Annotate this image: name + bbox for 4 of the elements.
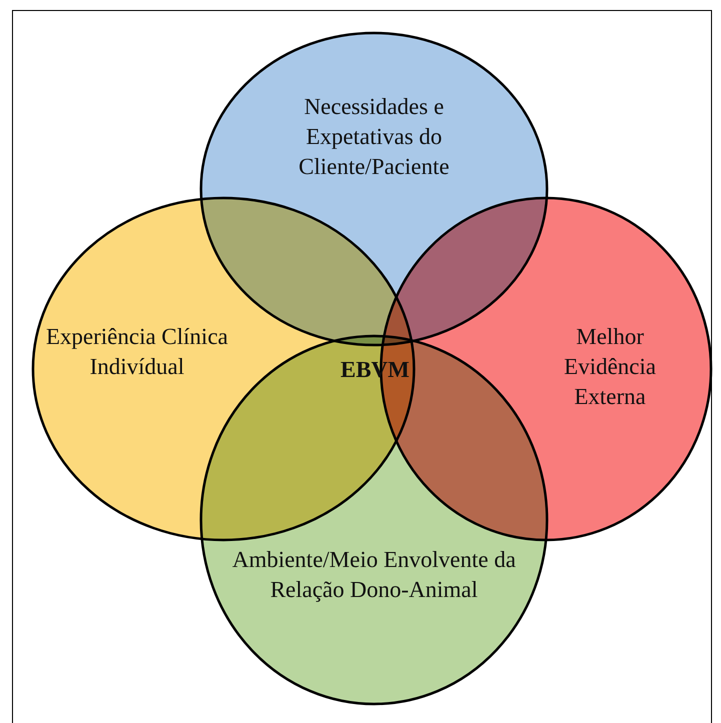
circle-label: Experiência Clínica Indivídual [44, 323, 229, 381]
circle-label: Necessidades e Expetativas do Cliente/Paciente [298, 93, 450, 181]
circle-label: Ambiente/Meio Envolvente da Relação Dono-Animal [231, 546, 517, 604]
circle-label: Melhor Evidência Externa [563, 323, 657, 411]
